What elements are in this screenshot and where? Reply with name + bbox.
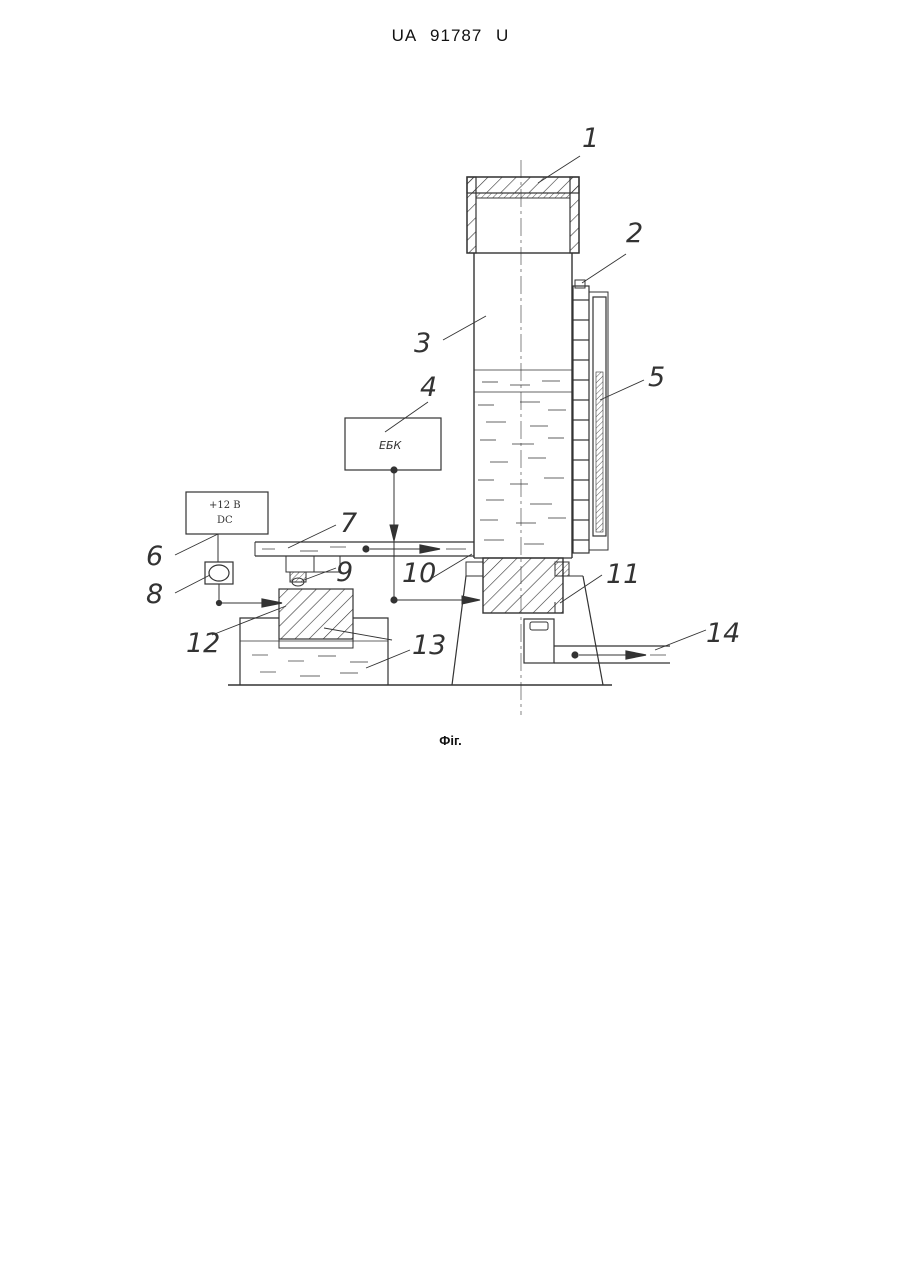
callout-labels: 1 2 3 4 5 6 7 8 9 10 11 12 13 14 bbox=[146, 123, 740, 661]
callout-9: 9 bbox=[336, 557, 353, 588]
ebk-label: ЕБК bbox=[379, 439, 402, 452]
callout-6: 6 bbox=[146, 541, 163, 572]
callout-10: 10 bbox=[402, 558, 436, 589]
figure-caption: Фіг. bbox=[0, 733, 901, 748]
junction-node-bottom bbox=[391, 597, 397, 603]
power-supply-voltage: +12 В bbox=[209, 500, 241, 511]
cap-1 bbox=[467, 177, 579, 253]
technical-drawing: 1 2 3 4 5 6 7 8 9 10 11 12 13 14 ЕБК +12… bbox=[0, 0, 901, 760]
liquid-in-cylinder bbox=[478, 381, 566, 544]
callout-12: 12 bbox=[186, 628, 220, 659]
callout-13: 13 bbox=[412, 630, 446, 661]
cylinder-3 bbox=[474, 253, 572, 558]
junction-node-ebk bbox=[391, 467, 397, 473]
callout-7: 7 bbox=[340, 508, 357, 539]
power-supply-type: DC bbox=[217, 515, 233, 526]
callout-2: 2 bbox=[626, 218, 643, 249]
inlet-pipe-7 bbox=[255, 542, 474, 556]
level-gauge-5 bbox=[573, 280, 608, 553]
sensor-8 bbox=[205, 562, 282, 607]
callout-8: 8 bbox=[146, 579, 163, 610]
callout-14: 14 bbox=[706, 618, 740, 649]
callout-11: 11 bbox=[606, 559, 640, 590]
callout-3: 3 bbox=[414, 328, 431, 359]
outlet-pipe-14 bbox=[524, 619, 670, 663]
callout-5: 5 bbox=[648, 362, 665, 393]
callout-4: 4 bbox=[420, 372, 437, 403]
base-housing-11 bbox=[452, 558, 603, 685]
block-12 bbox=[279, 589, 353, 648]
valve-9 bbox=[286, 556, 340, 586]
callout-1: 1 bbox=[582, 123, 599, 154]
